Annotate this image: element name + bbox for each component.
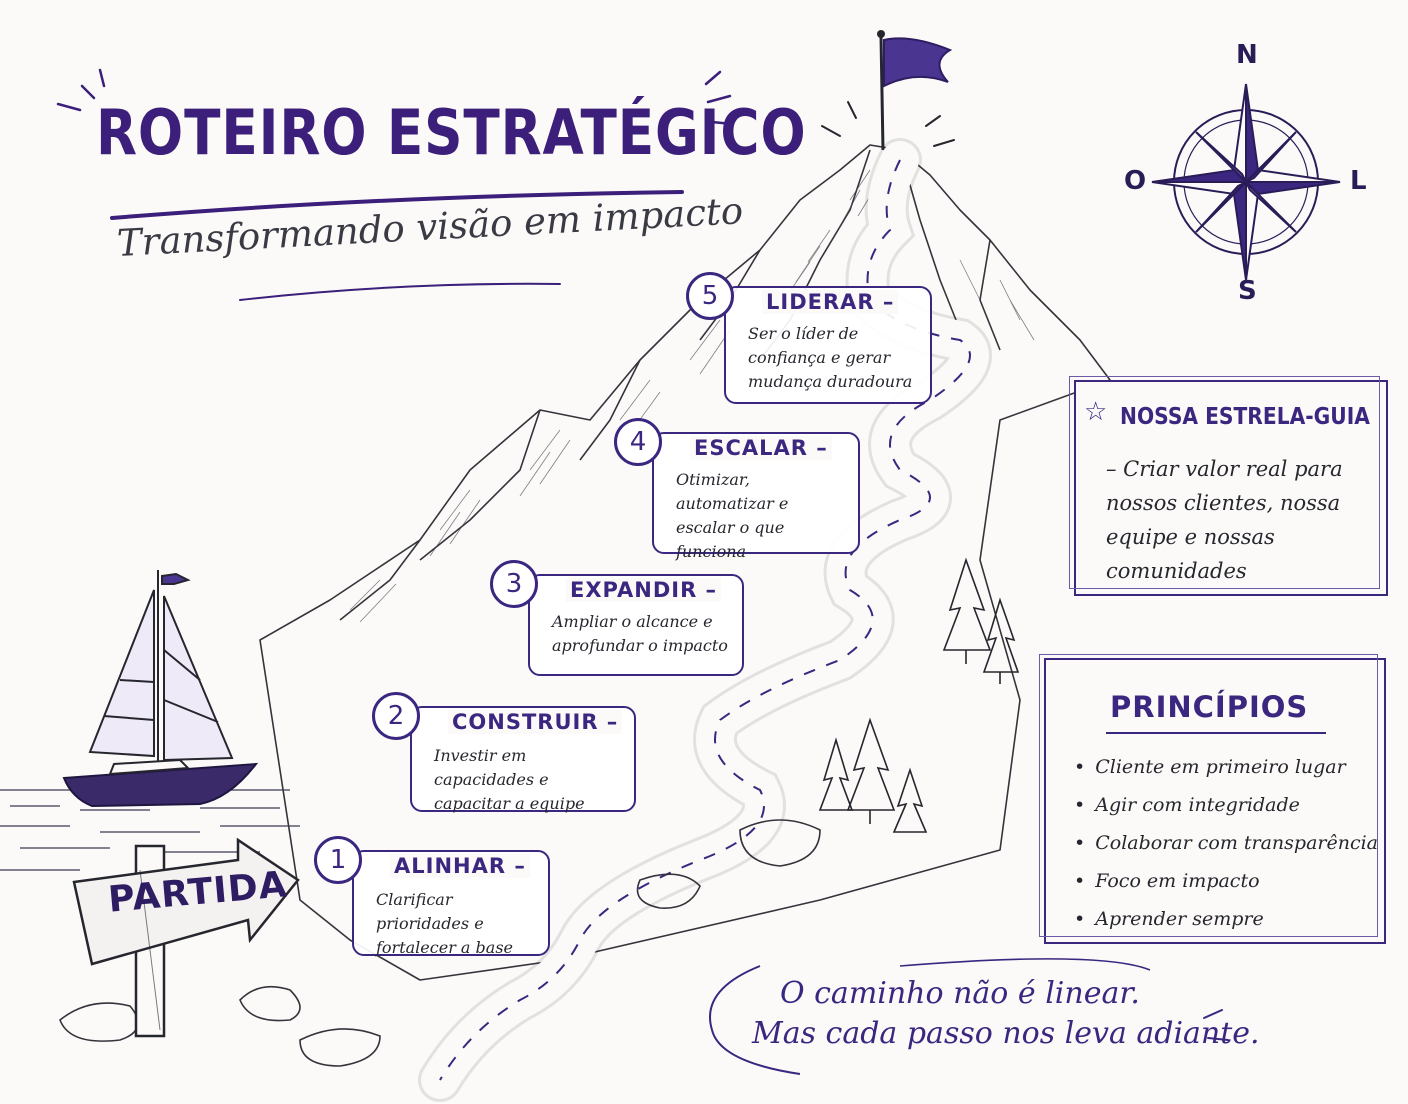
step-3-number: 3 <box>490 560 538 608</box>
step-5-card: 5 LIDERAR – Ser o líder de confiança e g… <box>686 272 932 404</box>
principles-panel: PRINCÍPIOS Cliente em primeiro lugar Agi… <box>1039 654 1386 944</box>
step-2-label: CONSTRUIR – <box>448 710 623 734</box>
sailboat <box>62 570 259 808</box>
summit-rays <box>821 101 955 147</box>
quote-line-1: O caminho não é linear. <box>780 976 1140 1011</box>
step-5-number: 5 <box>686 272 734 320</box>
step-1-label: ALINHAR – <box>390 854 530 878</box>
north-star-panel: ☆ NOSSA ESTRELA-GUIA – Criar valor real … <box>1069 376 1388 596</box>
page-title: ROTEIRO ESTRATÉGICO <box>96 96 807 169</box>
compass-west: O <box>1124 166 1147 196</box>
step-4-description: Otimizar, automatizar e escalar o que fu… <box>676 470 789 561</box>
step-3-label: EXPANDIR – <box>566 578 722 602</box>
principle-item: Aprender sempre <box>1074 900 1378 938</box>
quote-line-2: Mas cada passo nos leva adiante. <box>752 1016 1260 1051</box>
principle-item: Foco em impacto <box>1074 862 1378 900</box>
step-3-description: Ampliar o alcance e aprofundar o impacto <box>552 612 728 655</box>
step-4-label: ESCALAR – <box>690 436 832 460</box>
step-5-label: LIDERAR – <box>762 290 899 314</box>
principles-title: PRINCÍPIOS <box>1110 690 1309 724</box>
north-star-text: – Criar valor real para nossos clientes,… <box>1106 457 1343 583</box>
step-1-description: Clarificar prioridades e fortalecer a ba… <box>376 890 514 957</box>
principles-list: Cliente em primeiro lugar Agir com integ… <box>1074 748 1378 938</box>
principle-item: Cliente em primeiro lugar <box>1074 748 1378 786</box>
step-3-card: 3 EXPANDIR – Ampliar o alcance e aprofun… <box>490 560 744 676</box>
summit-flag <box>877 30 953 151</box>
step-2-description: Investir em capacidades e capacitar a eq… <box>434 746 585 813</box>
pine-trees <box>818 557 1020 833</box>
principle-item: Colaborar com transparência <box>1074 824 1378 862</box>
step-2-number: 2 <box>372 692 420 740</box>
principle-item: Agir com integridade <box>1074 786 1378 824</box>
compass-south: S <box>1238 276 1257 306</box>
quote-swoosh <box>709 965 801 1075</box>
mountain-hatching <box>349 169 1035 623</box>
principles-title-underline <box>1106 732 1326 734</box>
signpost <box>72 837 300 1038</box>
compass-north: N <box>1236 40 1258 70</box>
title-sparkles <box>56 68 734 126</box>
step-1-card: 1 ALINHAR – Clarificar prioridades e for… <box>314 836 550 957</box>
title-underline <box>110 190 684 220</box>
step-1-number: 1 <box>314 836 362 884</box>
star-icon: ☆ <box>1084 396 1108 426</box>
step-2-card: 2 CONSTRUIR – Investir em capacidades e … <box>372 692 636 813</box>
subtitle-underline <box>239 282 561 301</box>
compass-rose <box>1151 83 1341 281</box>
north-star-title: NOSSA ESTRELA-GUIA <box>1120 404 1370 430</box>
step-4-card: 4 ESCALAR – Otimizar, automatizar e esca… <box>614 418 860 561</box>
step-5-description: Ser o líder de confiança e gerar mudança… <box>748 324 913 391</box>
step-4-number: 4 <box>614 418 662 466</box>
compass-east: L <box>1350 166 1367 196</box>
